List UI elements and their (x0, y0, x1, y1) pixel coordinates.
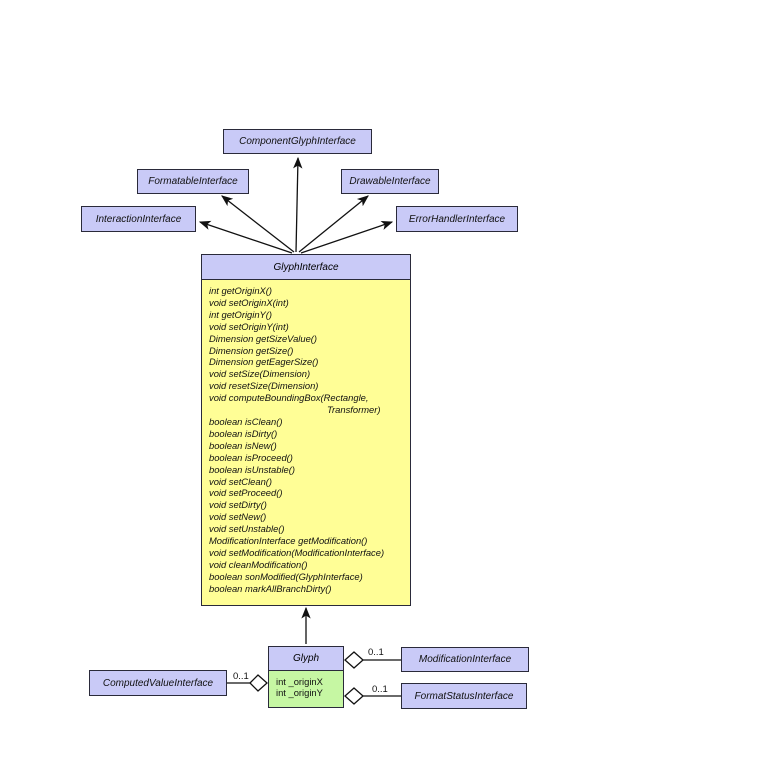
method: boolean isUnstable() (209, 463, 295, 475)
modification-interface-label: ModificationInterface (418, 654, 512, 665)
method: Dimension getEagerSize() (209, 356, 319, 368)
method: void setClean() (209, 475, 273, 487)
method: void setDirty() (209, 499, 267, 511)
method: boolean isClean() (209, 415, 283, 427)
format-status-interface-label: FormatStatusInterface (414, 690, 514, 702)
aggregation-diamond-computed-value (249, 674, 268, 692)
multiplicity-computed-value: 0..1 (233, 671, 249, 682)
method: void setProceed() (209, 487, 283, 499)
arrow-to-drawable-interface (298, 195, 369, 253)
multiplicity-modification: 0..1 (368, 647, 384, 658)
multiplicity-format-status: 0..1 (372, 684, 388, 695)
glyph-class-attributes: int _originX int _originY (268, 671, 344, 708)
method: boolean isDirty() (209, 427, 278, 439)
aggregation-diamond-format-status (344, 687, 364, 705)
method: boolean isNew() (209, 439, 277, 451)
error-handler-interface-box: ErrorHandlerInterface (396, 206, 518, 232)
glyph-interface-title: GlyphInterface (201, 254, 411, 280)
attribute: int _originX (276, 676, 323, 687)
method: Dimension getSizeValue() (209, 332, 318, 344)
aggregation-diamond-modification (344, 651, 364, 669)
method: void cleanModification() (209, 558, 308, 570)
error-handler-interface-label: ErrorHandlerInterface (408, 213, 506, 225)
method-continuation: Transformer) (327, 404, 381, 416)
arrow-to-interaction-interface (198, 220, 293, 254)
format-status-interface-box: FormatStatusInterface (401, 683, 527, 709)
method: void setNew() (209, 511, 267, 523)
drawable-interface-box: DrawableInterface (341, 169, 439, 194)
computed-value-interface-label: ComputedValueInterface (102, 677, 214, 689)
glyph-interface-name: GlyphInterface (273, 261, 339, 273)
method: void resetSize(Dimension) (209, 380, 319, 392)
interaction-interface-box: InteractionInterface (81, 206, 196, 232)
glyph-interface-methods: int getOriginX() void setOriginX(int) in… (201, 280, 411, 606)
method: void setOriginY(int) (209, 320, 289, 332)
method: boolean isProceed() (209, 451, 293, 463)
method: int getOriginX() (209, 285, 273, 296)
method: int getOriginY() (209, 308, 273, 320)
method: void setOriginX(int) (209, 296, 289, 308)
arrow-to-error-handler-interface (300, 220, 394, 254)
computed-value-interface-box: ComputedValueInterface (89, 670, 227, 696)
formatable-interface-label: FormatableInterface (148, 176, 238, 187)
component-glyph-interface-box: ComponentGlyphInterface (223, 129, 372, 154)
method: boolean sonModified(GlyphInterface) (209, 570, 363, 582)
drawable-interface-label: DrawableInterface (349, 176, 431, 187)
glyph-class-title: Glyph (268, 646, 344, 671)
method: void setSize(Dimension) (209, 368, 311, 380)
arrow-to-component-glyph-interface (293, 156, 303, 253)
arrow-to-formatable-interface (221, 195, 295, 253)
component-glyph-interface-label: ComponentGlyphInterface (239, 136, 356, 147)
method: void setModification(ModificationInterfa… (209, 546, 385, 558)
method: void setUnstable() (209, 523, 285, 535)
method: Dimension getSize() (209, 344, 294, 356)
interaction-interface-label: InteractionInterface (95, 213, 182, 225)
attribute: int _originY (276, 687, 323, 698)
method: void computeBoundingBox(Rectangle, (209, 392, 369, 404)
glyph-class-name: Glyph (292, 653, 320, 664)
modification-interface-box: ModificationInterface (401, 647, 529, 672)
method: ModificationInterface getModification() (209, 535, 368, 547)
formatable-interface-box: FormatableInterface (137, 169, 249, 194)
method: boolean markAllBranchDirty() (209, 582, 332, 594)
